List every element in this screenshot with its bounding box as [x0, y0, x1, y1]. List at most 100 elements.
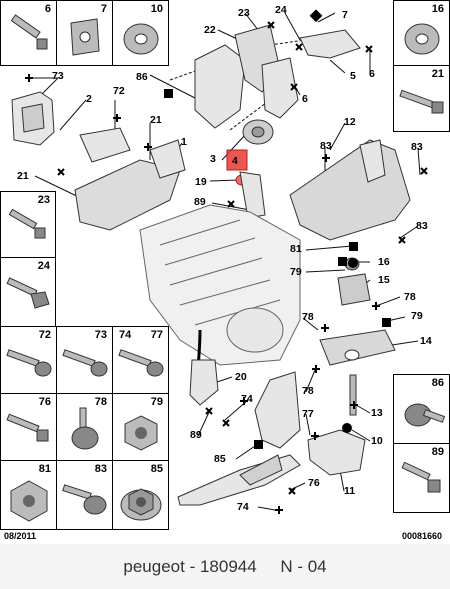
hardware-cell-24: 24: [0, 257, 56, 327]
callout-78: 78: [302, 311, 314, 323]
callout-73: 73: [52, 70, 64, 82]
caption-bar: peugeot - 180944 N - 04: [0, 544, 450, 589]
callout-89: 89: [194, 196, 206, 208]
flange-nut-icon: [120, 488, 162, 521]
flange-bolt-icon: [6, 349, 52, 377]
cell-label: 78: [94, 396, 107, 408]
callout-11: 11: [344, 485, 356, 497]
callout-6: 6: [302, 93, 308, 105]
exploded-parts-diagram: [11, 9, 428, 514]
hardware-cell-10: 10: [112, 0, 169, 66]
cell-label: 76: [38, 396, 51, 408]
callout-5: 5: [350, 70, 356, 82]
callout-78: 78: [302, 385, 314, 397]
hardware-cell-79: 79: [112, 393, 169, 461]
stud-nut-icon: [71, 407, 99, 450]
flange-bolt-icon: [62, 484, 107, 515]
hardware-cell-76: 76: [0, 393, 57, 461]
washer-icon: [123, 23, 159, 55]
hardware-cell-23: 23: [0, 191, 56, 258]
callout-21: 21: [150, 114, 162, 126]
cell-label: 86: [431, 377, 444, 389]
hardware-cell-89: 89: [393, 443, 450, 513]
callout-4: 4: [232, 155, 238, 167]
bracket-clip-icon: [70, 18, 100, 56]
bolt-icon: [10, 14, 48, 50]
callout-6: 6: [369, 68, 375, 80]
callout-86: 86: [136, 71, 148, 83]
callout-20: 20: [235, 371, 247, 383]
callout-13: 13: [371, 407, 383, 419]
cell-label: 83: [94, 463, 107, 475]
cell-label: 16: [431, 3, 444, 15]
callout-12: 12: [344, 116, 356, 128]
cell-label: 10: [150, 3, 163, 15]
hardware-cell-21: 21: [393, 65, 450, 132]
cell-label: 23: [37, 194, 50, 206]
callout-24: 24: [275, 4, 287, 16]
hardware-cell-85: 85: [112, 460, 169, 530]
caption-ref: N - 04: [280, 556, 327, 576]
callout-79: 79: [290, 266, 302, 278]
caption-separator: -: [184, 556, 200, 576]
callout-21: 21: [17, 170, 29, 182]
callout-81: 81: [290, 243, 302, 255]
callout-3: 3: [210, 153, 216, 165]
callout-74: 74: [237, 501, 249, 513]
callout-83: 83: [320, 140, 332, 152]
bolt-icon: [401, 461, 441, 493]
callout-76: 76: [308, 477, 320, 489]
washer-icon: [404, 23, 440, 55]
cell-label: 24: [37, 260, 50, 272]
callout-72: 72: [113, 85, 125, 97]
bolt-icon: [8, 208, 46, 239]
callout-79: 79: [411, 310, 423, 322]
flange-bolt-icon: [62, 349, 108, 377]
cell-label: 89: [431, 446, 444, 458]
caption-brand: peugeot: [123, 556, 185, 576]
cell-label: 72: [38, 329, 51, 341]
callout-83: 83: [416, 220, 428, 232]
flange-bolt-icon: [118, 349, 164, 377]
callout-19: 19: [195, 176, 207, 188]
callout-16: 16: [378, 256, 390, 268]
callout-14: 14: [420, 335, 432, 347]
callout-2: 2: [86, 93, 92, 105]
hardware-cell-73: 73: [56, 326, 113, 394]
cell-label: 21: [431, 68, 444, 80]
callout-10: 10: [371, 435, 383, 447]
stud-bolt-icon: [6, 277, 50, 309]
cell-label: 73: [94, 329, 107, 341]
callout-74: 74: [241, 393, 253, 405]
cell-label: 77: [150, 329, 163, 341]
cell-label: 74: [119, 329, 132, 341]
callout-89: 89: [190, 429, 202, 441]
highlighted-part-4: [226, 149, 248, 171]
callout-15: 15: [378, 274, 390, 286]
nut-icon: [10, 480, 48, 522]
bolt-icon: [399, 89, 444, 114]
callout-1: 1: [181, 136, 187, 148]
caption-gap: [257, 557, 281, 577]
flange-bolt-icon: [404, 403, 446, 427]
nut-icon: [124, 415, 158, 451]
cell-label: 7: [100, 3, 107, 15]
diagram-code: 00081660: [401, 531, 442, 541]
callout-23: 23: [238, 7, 250, 19]
hardware-cell-16: 16: [393, 0, 450, 66]
hardware-cell-81: 81: [0, 460, 57, 530]
bolt-icon: [6, 413, 49, 442]
cell-label: 6: [44, 3, 51, 15]
cell-label: 81: [38, 463, 51, 475]
cell-label: 85: [150, 463, 163, 475]
caption-part-number: 180944: [199, 556, 257, 576]
hardware-cell-86: 86: [393, 374, 450, 444]
callout-78: 78: [404, 291, 416, 303]
hardware-cell-72: 72: [0, 326, 57, 394]
diagram-date: 08/2011: [4, 531, 37, 541]
callout-83: 83: [411, 141, 423, 153]
hardware-cell-7: 7: [56, 0, 113, 66]
callout-22: 22: [204, 24, 216, 36]
callout-7: 7: [342, 9, 348, 21]
cell-label: 79: [150, 396, 163, 408]
